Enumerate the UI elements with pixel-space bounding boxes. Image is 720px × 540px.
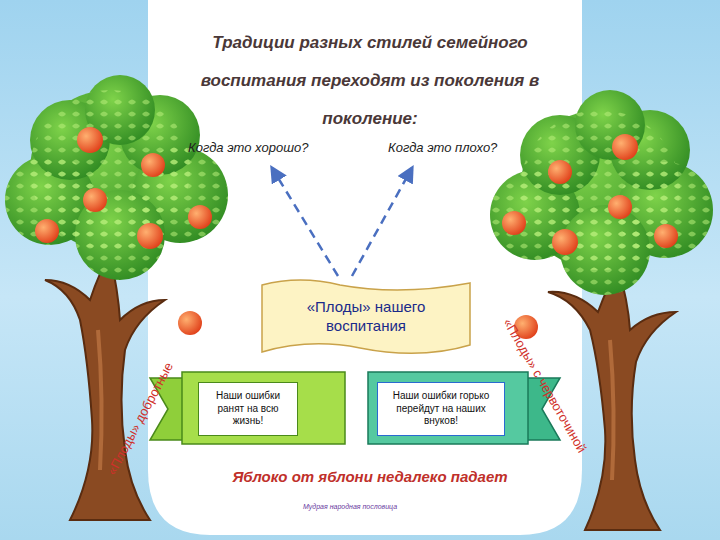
right-tree <box>490 90 713 530</box>
scroll-shape <box>262 280 470 353</box>
question-text: Когда это хорошо? <box>188 140 308 155</box>
node-content: «Плоды» нашего воспитания <box>276 298 456 336</box>
ribbon-text-box: Наши ошибки горько перейдут на наших вну… <box>377 382 505 436</box>
node-content: Наши ошибки горько перейдут на наших вну… <box>383 390 499 428</box>
node-text: Наши ошибки ранят на всю жизнь! <box>204 390 292 428</box>
center-panel <box>148 0 582 535</box>
node-text: Наши ошибки горько перейдут на наших вну… <box>383 390 499 428</box>
title: Традиции разных стилей семейного воспита… <box>170 24 570 138</box>
ribbon-band <box>182 372 345 444</box>
scroll-box: «Плоды» нашего воспитания <box>266 288 466 346</box>
ribbon-text-box: Наши ошибки ранят на всю жизнь! <box>198 382 298 436</box>
question-text: Когда это плохо? <box>388 140 497 155</box>
dashed-arrow <box>352 168 412 276</box>
node-text: «Плоды» нашего воспитания <box>276 298 456 336</box>
proverb: Яблоко от яблони недалеко падает <box>170 468 570 485</box>
ribbon-band <box>368 372 528 444</box>
dashed-arrow <box>272 168 338 276</box>
caption: Мудрая народная пословица <box>270 503 430 510</box>
node-content: Наши ошибки ранят на всю жизнь! <box>204 390 292 428</box>
